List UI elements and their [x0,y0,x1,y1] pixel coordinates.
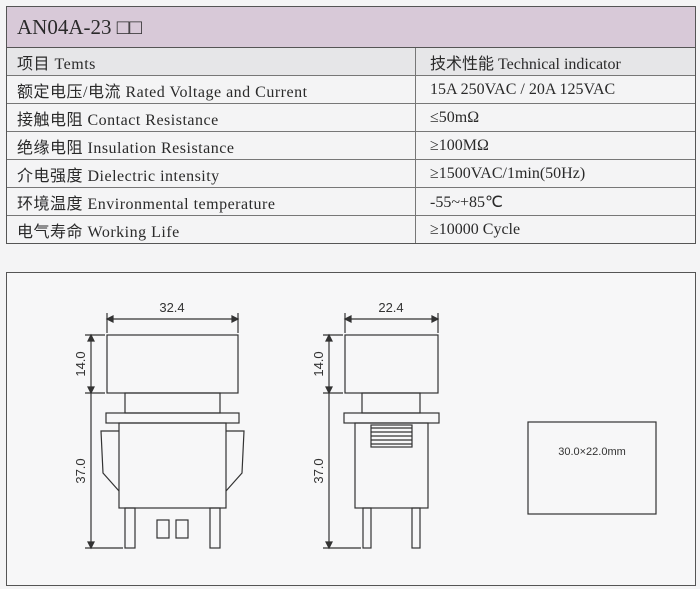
table-row: 介电强度 Dielectric intensity ≥1500VAC/1min(… [7,160,695,188]
drawing-svg: 32.4 22.4 14.0 37.0 14.0 37.0 30.0×22.0m… [73,300,657,550]
table-header-row: 项目 Temts 技术性能 Technical indicator [7,48,695,76]
table-row: 额定电压/电流 Rated Voltage and Current 15A 25… [7,76,695,104]
side-body-height-label: 37.0 [311,458,326,483]
row-item: 环境温度 Environmental temperature [7,188,416,215]
row-value: ≤50mΩ [430,108,480,126]
row-item: 绝缘电阻 Insulation Resistance [7,132,416,159]
row-value: ≥1500VAC/1min(50Hz) [430,164,586,182]
dimension-drawing: 32.4 22.4 14.0 37.0 14.0 37.0 30.0×22.0m… [6,272,696,586]
row-value: ≥10000 Cycle [430,220,521,238]
cutout-box [527,421,657,515]
header-value: 技术性能 Technical indicator [430,55,621,73]
table-row: 绝缘电阻 Insulation Resistance ≥100MΩ [7,132,695,160]
front-cap-height-label: 14.0 [73,351,88,376]
row-value: ≥100MΩ [430,136,489,154]
side-width-label: 22.4 [378,300,403,315]
row-value: -55~+85℃ [430,193,503,211]
front-view [85,313,245,550]
row-item: 接触电阻 Contact Resistance [7,104,416,131]
side-view [323,313,440,550]
row-value: 15A 250VAC / 20A 125VAC [430,80,616,98]
front-width-label: 32.4 [159,300,184,315]
product-title: AN04A-23 □□ [7,7,695,48]
table-row: 接触电阻 Contact Resistance ≤50mΩ [7,104,695,132]
spec-table: AN04A-23 □□ 项目 Temts 技术性能 Technical indi… [6,6,696,244]
header-item: 项目 Temts [7,48,416,75]
row-item: 介电强度 Dielectric intensity [7,160,416,187]
table-row: 环境温度 Environmental temperature -55~+85℃ [7,188,695,216]
cutout-label: 30.0×22.0mm [558,446,626,458]
row-item: 额定电压/电流 Rated Voltage and Current [7,76,416,103]
row-item: 电气寿命 Working Life [7,216,416,243]
front-body-height-label: 37.0 [73,458,88,483]
side-cap-height-label: 14.0 [311,351,326,376]
table-row: 电气寿命 Working Life ≥10000 Cycle [7,216,695,243]
